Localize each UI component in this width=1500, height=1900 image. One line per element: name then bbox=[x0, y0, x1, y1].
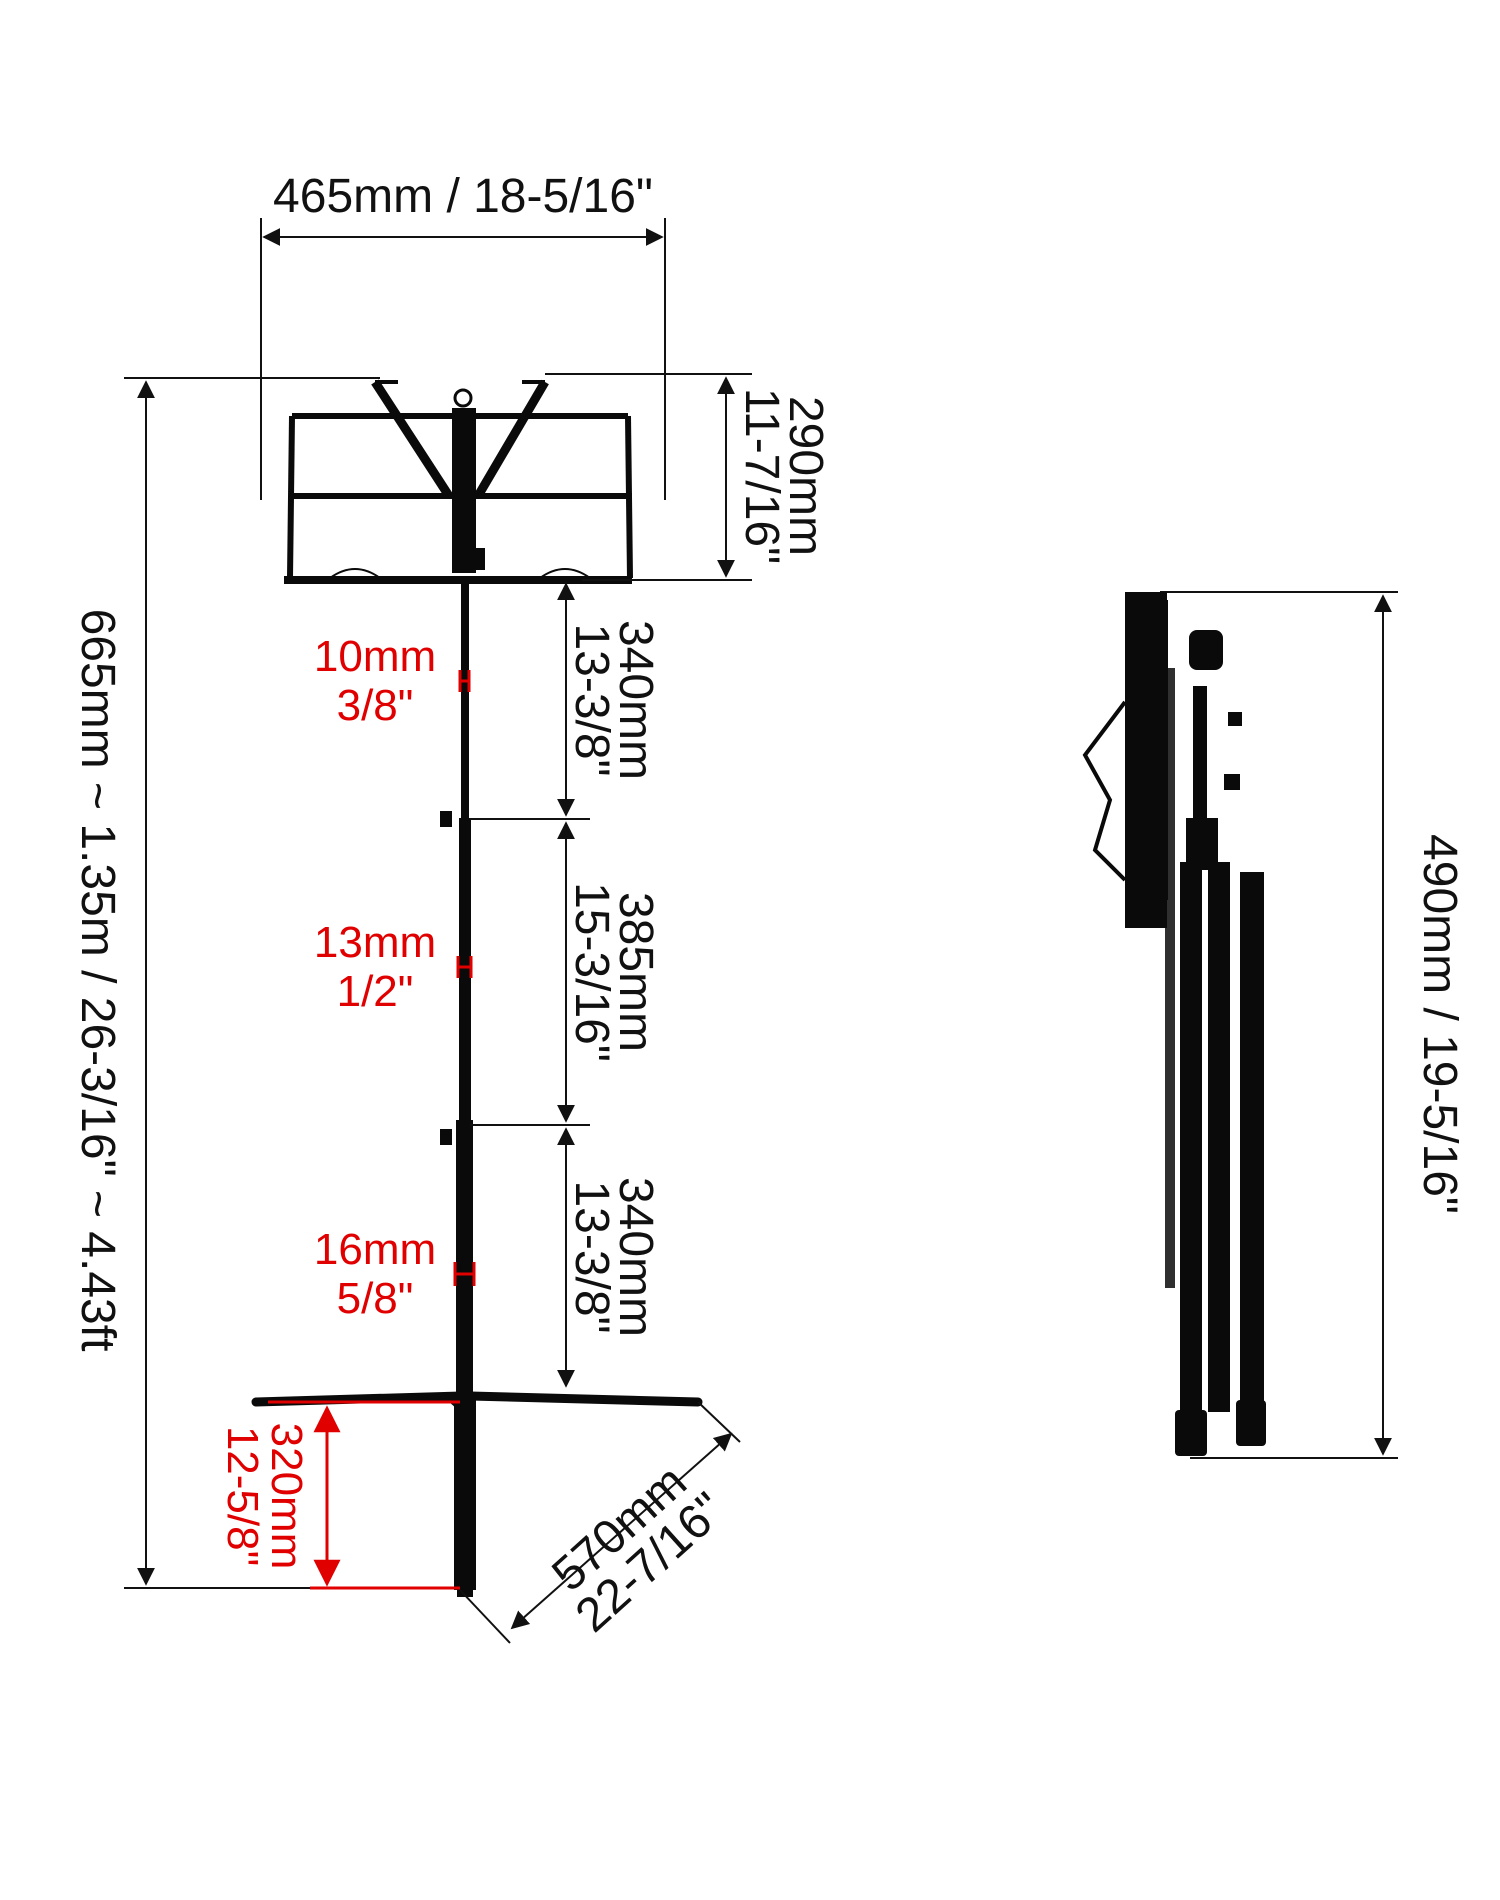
desk-width-label: 465mm / 18-5/16" bbox=[273, 170, 653, 223]
dimension-lines bbox=[124, 218, 1398, 1644]
tube2-length-in-label: 15-3/16" bbox=[565, 882, 618, 1062]
tube2-length-mm-label: 385mm bbox=[609, 892, 662, 1052]
red-labels: 10mm 3/8" 13mm 1/2" 16mm 5/8" 320mm 12-5… bbox=[218, 632, 436, 1569]
red-dimension-highlights bbox=[268, 670, 476, 1590]
unfolded-music-stand bbox=[251, 379, 703, 1597]
stand-desk bbox=[284, 379, 633, 584]
tube1-diameter-mm-label: 10mm bbox=[314, 632, 436, 681]
stand-tubes bbox=[440, 580, 476, 1590]
tube2-diameter-in-label: 1/2" bbox=[337, 967, 414, 1016]
desk-height-mm-label: 290mm bbox=[779, 396, 832, 556]
leg-height-in-label: 12-5/8" bbox=[218, 1426, 267, 1566]
tube3-diameter-in-label: 5/8" bbox=[337, 1274, 414, 1323]
tube1-length-mm-label: 340mm bbox=[609, 620, 662, 780]
tube3-length-in-label: 13-3/8" bbox=[565, 1180, 618, 1333]
leg-height-mm-label: 320mm bbox=[262, 1423, 311, 1570]
folded-height-label: 490mm / 19-5/16" bbox=[1413, 834, 1466, 1214]
tube2-diameter-mm-label: 13mm bbox=[314, 918, 436, 967]
tube1-diameter-in-label: 3/8" bbox=[337, 681, 414, 730]
desk-height-in-label: 11-7/16" bbox=[735, 388, 788, 564]
tube3-length-mm-label: 340mm bbox=[609, 1177, 662, 1337]
tube3-diameter-mm-label: 16mm bbox=[314, 1225, 436, 1274]
tube1-length-in-label: 13-3/8" bbox=[565, 623, 618, 776]
folded-music-stand bbox=[1082, 592, 1266, 1456]
total-height-label: 665mm ~ 1.35m / 26-3/16" ~ 4.43ft bbox=[71, 609, 124, 1352]
